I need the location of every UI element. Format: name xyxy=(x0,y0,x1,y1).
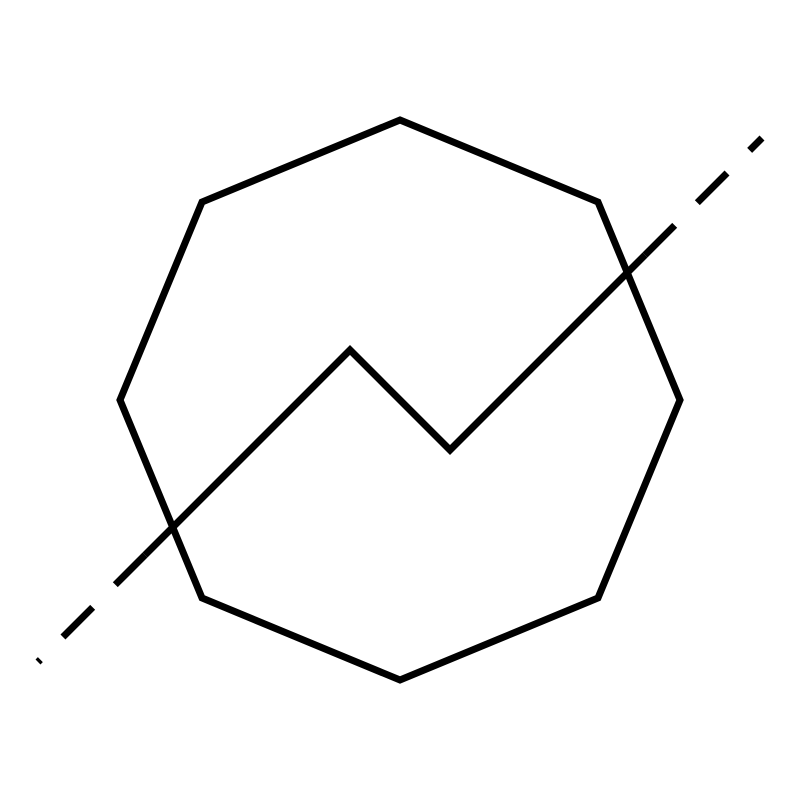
dashed-extension-lower xyxy=(35,552,148,665)
dashed-extension-upper xyxy=(642,135,765,258)
zigzag-line xyxy=(142,252,648,558)
octagon-outline xyxy=(116,116,684,684)
